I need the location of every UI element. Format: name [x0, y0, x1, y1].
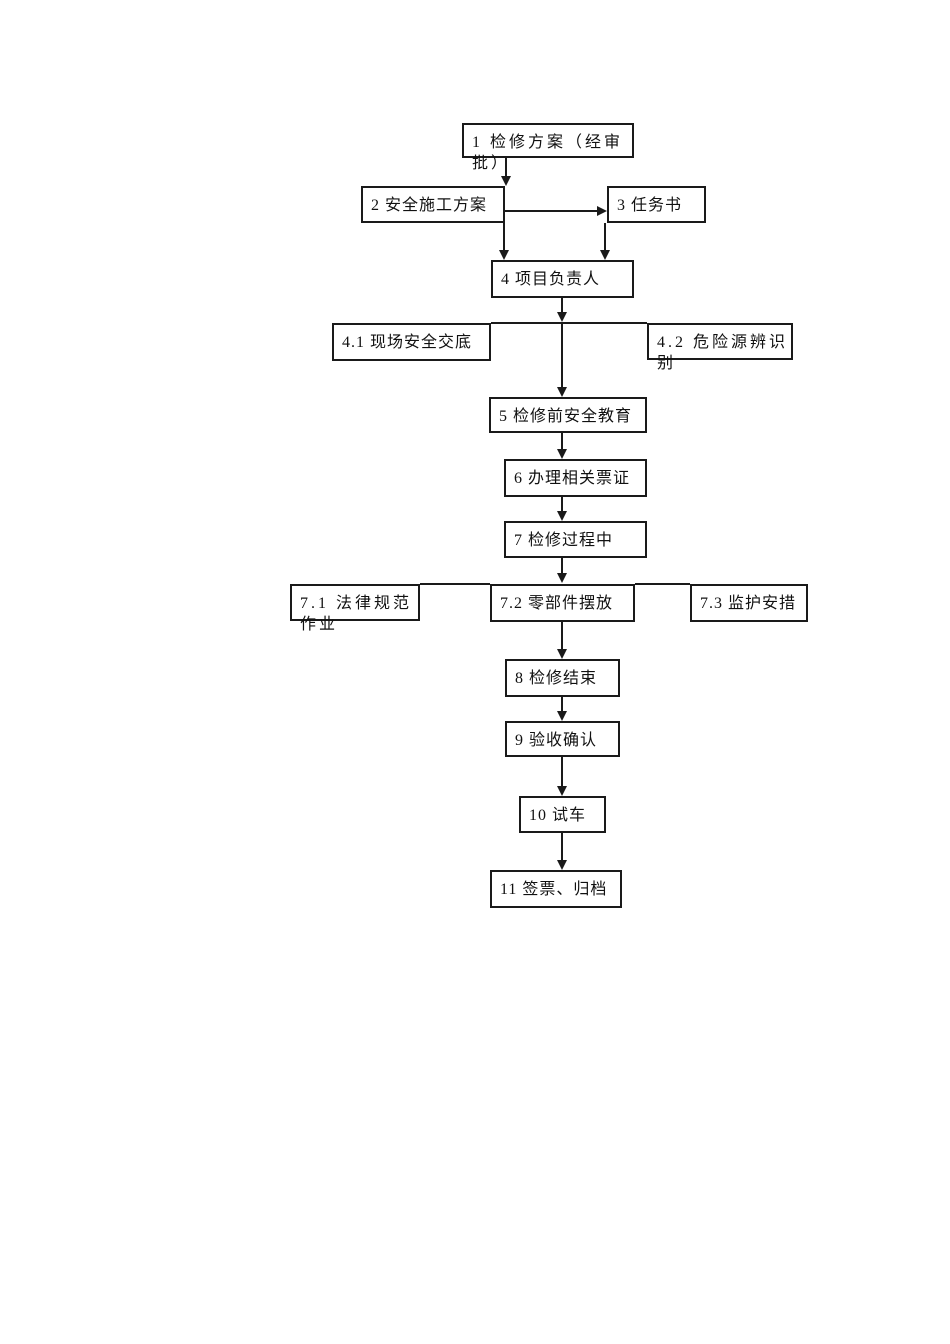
arrowhead-right-icon	[597, 206, 607, 216]
flow-edge-6-to-7	[561, 497, 563, 512]
flow-edge-4-1-4-2-bar-to-5	[561, 324, 563, 388]
flow-node-7-1: 7.1 法律规范 作业	[290, 584, 420, 633]
flow-node-1: 1 检修方案（经审 批）	[462, 123, 634, 172]
flow-node-2: 2 安全施工方案	[361, 186, 505, 223]
flow-edge-8-to-9	[561, 697, 563, 712]
flow-edge-4-to-4-1-4-2-bar	[561, 298, 563, 313]
flow-node-8: 8 检修结束	[505, 659, 620, 697]
flow-node-7: 7 检修过程中	[504, 521, 647, 558]
arrowhead-down-icon	[557, 449, 567, 459]
flow-edge-2-to-4	[503, 223, 505, 251]
flow-node-3: 3 任务书	[607, 186, 706, 223]
flow-edge-7-1-to-7-2	[420, 583, 490, 585]
flow-edge-2-to-3	[505, 210, 598, 212]
arrowhead-down-icon	[557, 649, 567, 659]
flow-edge-5-to-6	[561, 433, 563, 450]
flow-edge-1-to-2	[505, 158, 507, 177]
arrowhead-down-icon	[501, 176, 511, 186]
flow-node-7-2: 7.2 零部件摆放	[490, 584, 635, 622]
flow-node-7-3: 7.3 监护安措	[690, 584, 808, 622]
flow-node-10: 10 试车	[519, 796, 606, 833]
flow-edge-7-2-to-7-3	[635, 583, 690, 585]
arrowhead-down-icon	[557, 573, 567, 583]
arrowhead-down-icon	[600, 250, 610, 260]
flow-edge-10-to-11	[561, 833, 563, 861]
flow-edge-9-to-10	[561, 757, 563, 787]
flow-node-4-1: 4.1 现场安全交底	[332, 323, 491, 361]
flow-node-11: 11 签票、归档	[490, 870, 622, 908]
arrowhead-down-icon	[499, 250, 509, 260]
flow-edge-7-2-to-8	[561, 622, 563, 650]
arrowhead-down-icon	[557, 387, 567, 397]
flow-node-5: 5 检修前安全教育	[489, 397, 647, 433]
arrowhead-down-icon	[557, 312, 567, 322]
flow-edge-4-1-to-4-2	[491, 322, 647, 324]
arrowhead-down-icon	[557, 786, 567, 796]
arrowhead-down-icon	[557, 511, 567, 521]
flow-edge-7-to-7-2	[561, 558, 563, 574]
flow-node-4: 4 项目负责人	[491, 260, 634, 298]
arrowhead-down-icon	[557, 711, 567, 721]
flow-node-6: 6 办理相关票证	[504, 459, 647, 497]
arrowhead-down-icon	[557, 860, 567, 870]
flow-node-9: 9 验收确认	[505, 721, 620, 757]
flow-edge-3-to-4	[604, 223, 606, 251]
flow-node-4-2: 4.2 危险源辨识 别	[647, 323, 793, 372]
